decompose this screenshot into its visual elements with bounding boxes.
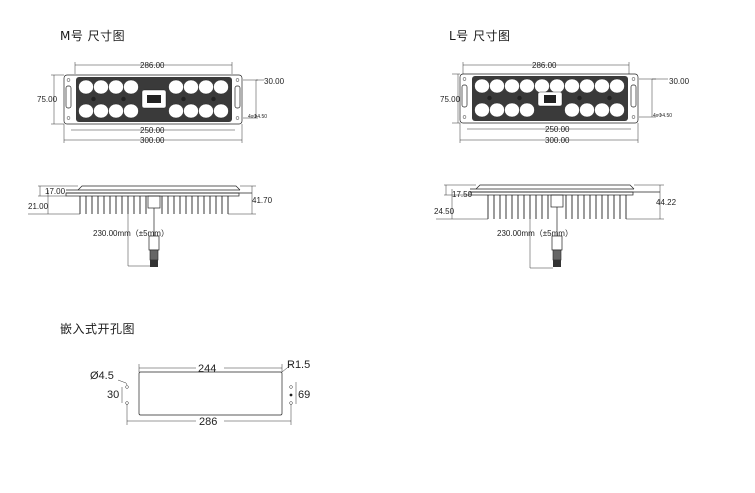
- m-hole-label: 4xΦ4.50: [248, 114, 267, 120]
- l-top-width-label: 286.00: [532, 61, 557, 70]
- m-h2-label: 21.00: [28, 202, 49, 211]
- m-outer-label: 300.00: [140, 136, 165, 145]
- l-hole-label: 4xΦ4.50: [653, 113, 672, 119]
- cutout-title: 嵌入式开孔图: [60, 322, 136, 336]
- m-height-label: 75.00: [37, 95, 58, 104]
- m-h1-label: 17.00: [45, 187, 66, 196]
- cutout-height-label: 69: [298, 389, 310, 401]
- l-inner-label: 250.00: [545, 125, 570, 134]
- cutout-width-label: 244: [198, 363, 216, 375]
- cutout-hole-label: Ø4.5: [90, 370, 114, 382]
- cutout-radius-label: R1.5: [287, 359, 310, 371]
- cutout-hole-space-label: 30: [107, 389, 119, 401]
- m-side-label: 30.00: [264, 77, 285, 86]
- l-side-label: 30.00: [669, 77, 690, 86]
- l-cable-label: 230.00mm（±5mm）: [497, 229, 573, 238]
- l-h3-label: 44.22: [656, 198, 677, 207]
- l-side-view: 17.50 24.50 44.22 230.00mm（±5mm）: [434, 184, 677, 269]
- l-h2-label: 24.50: [434, 207, 455, 216]
- l-size-title: L号 尺寸图: [449, 29, 511, 43]
- l-outer-label: 300.00: [545, 136, 570, 145]
- m-top-width-label: 286.00: [140, 61, 165, 70]
- m-top-view: 286.00 75.00: [37, 61, 285, 145]
- cutout-drawing: 244 R1.5 Ø4.5 30 69 286: [90, 359, 310, 428]
- m-h3-label: 41.70: [252, 196, 273, 205]
- m-cable-label: 230.00mm（±5mm）: [93, 229, 169, 238]
- l-h1-label: 17.50: [452, 190, 473, 199]
- m-inner-label: 250.00: [140, 126, 165, 135]
- l-top-view: 286.00 75.00: [440, 61, 690, 145]
- m-size-title: M号 尺寸图: [60, 29, 126, 43]
- m-side-view: 17.00 21.00 41.70 230.00mm（±5mm）: [28, 185, 273, 267]
- cutout-total-label: 286: [199, 416, 217, 428]
- l-height-label: 75.00: [440, 95, 461, 104]
